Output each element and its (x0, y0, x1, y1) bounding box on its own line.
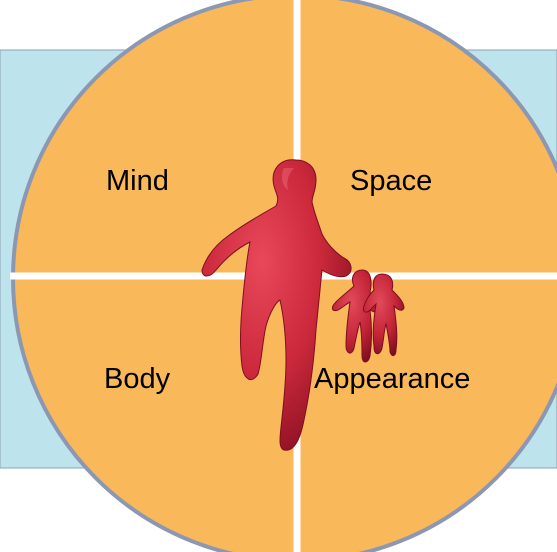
quadrant-label-space: Space (350, 167, 432, 196)
quadrant-label-body: Body (104, 365, 170, 394)
quadrant-label-mind: Mind (106, 167, 169, 196)
quadrant-label-appearance: Appearance (314, 365, 470, 394)
